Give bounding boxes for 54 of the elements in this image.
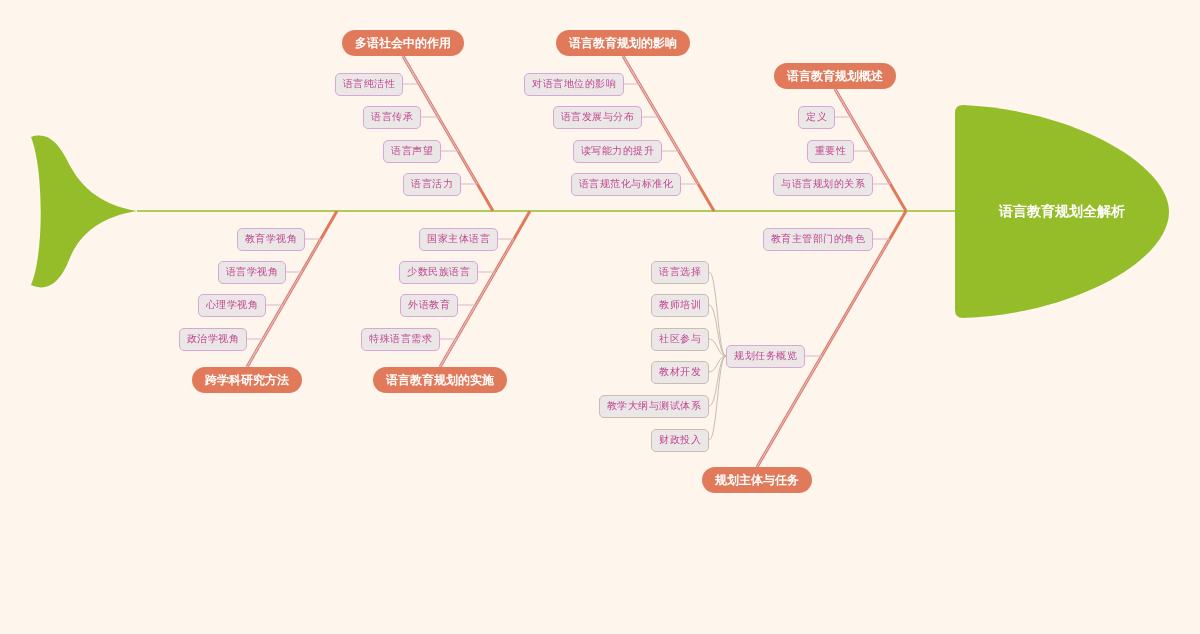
topic-box: 政治学视角 (178, 327, 247, 351)
topic-box: 语言发展与分布 (552, 105, 642, 129)
topic-box: 语言传承 (363, 105, 421, 129)
fishbone-line (401, 55, 495, 212)
category-label: 语言教育规划概述 (774, 63, 896, 89)
category-label: 语言教育规划的实施 (373, 367, 507, 393)
connector-line (708, 355, 727, 441)
topic-box: 读写能力的提升 (572, 139, 662, 163)
topic-box: 外语教育 (400, 293, 458, 317)
fish-head (955, 105, 1169, 319)
topic-box: 国家主体语言 (419, 227, 498, 251)
topic-box: 语言选择 (651, 260, 709, 284)
topic-box: 语言学视角 (217, 260, 286, 284)
spine-line (136, 210, 956, 212)
topic-box: 教育学视角 (236, 227, 305, 251)
connector-line (402, 55, 478, 185)
topic-box: 语言规范化与标准化 (570, 172, 681, 196)
head-label: 语言教育规划全解析 (997, 202, 1126, 221)
topic-box: 教学大纲与测试体系 (598, 394, 709, 418)
fishbone-line (833, 88, 908, 212)
category-label: 跨学科研究方法 (192, 367, 302, 393)
topic-box: 重要性 (806, 139, 854, 163)
topic-box: 教育主管部门的角色 (762, 227, 873, 251)
topic-box: 与语言规划的关系 (773, 172, 873, 196)
category-label: 多语社会中的作用 (342, 30, 464, 56)
connector-line (622, 55, 699, 185)
connector-line (439, 338, 457, 368)
fish-tail (29, 135, 137, 290)
topic-box: 少数民族语言 (399, 260, 478, 284)
topic-box: 特殊语言需求 (361, 327, 440, 351)
topic-box: 对语言地位的影响 (524, 72, 624, 96)
fishbone-line (621, 55, 716, 212)
category-label: 规划主体与任务 (702, 467, 812, 493)
topic-box: 心理学视角 (197, 293, 266, 317)
connector-line (708, 355, 727, 407)
topic-box: 定义 (798, 105, 835, 129)
connector-line (834, 88, 891, 185)
topic-box: 规划任务概览 (726, 344, 805, 368)
fishbone-line (438, 210, 532, 368)
connector-line (708, 338, 727, 357)
connector-line (246, 338, 264, 368)
category-label: 语言教育规划的影响 (556, 30, 690, 56)
topic-box: 教师培训 (651, 293, 709, 317)
fishbone-line (755, 210, 908, 468)
connector-line (708, 304, 727, 357)
topic-box: 语言纯洁性 (334, 72, 403, 96)
topic-box: 教材开发 (651, 360, 709, 384)
connector-line (708, 355, 727, 373)
topic-box: 财政投入 (651, 428, 709, 452)
connector-line (756, 355, 823, 468)
topic-box: 语言活力 (403, 172, 461, 196)
topic-box: 语言声望 (383, 139, 441, 163)
topic-box: 社区参与 (651, 327, 709, 351)
fishbone-line (245, 210, 339, 368)
